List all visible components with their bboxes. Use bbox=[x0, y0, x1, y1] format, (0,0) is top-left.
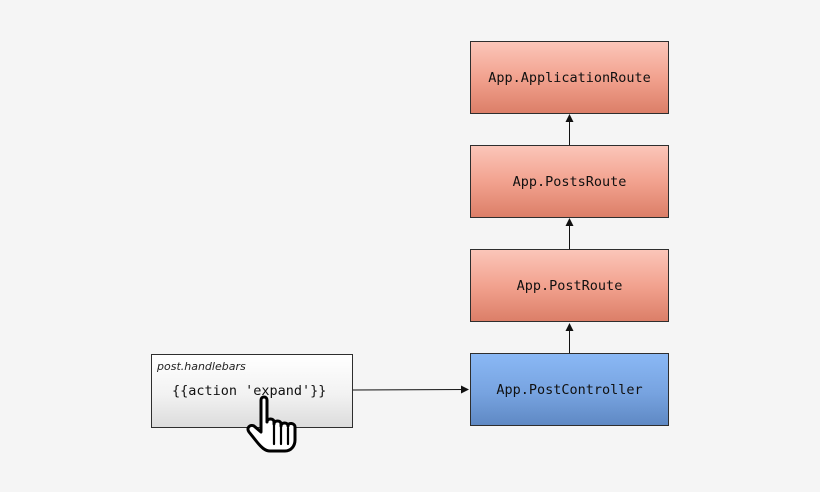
node-posts-route: App.PostsRoute bbox=[470, 145, 669, 218]
node-post-route-label: App.PostRoute bbox=[516, 277, 623, 294]
node-application-route-label: App.ApplicationRoute bbox=[488, 69, 651, 86]
template-action-code[interactable]: {{action 'expand'}} bbox=[172, 383, 327, 399]
template-box: post.handlebars {{action 'expand'}} bbox=[151, 354, 353, 428]
node-post-controller-label: App.PostController bbox=[496, 381, 643, 398]
pointing-hand-cursor-icon bbox=[246, 395, 297, 453]
edge-template-to-controller bbox=[352, 385, 469, 394]
node-posts-route-label: App.PostsRoute bbox=[512, 173, 627, 190]
node-application-route: App.ApplicationRoute bbox=[470, 41, 669, 114]
template-filename: post.handlebars bbox=[157, 360, 246, 373]
node-post-controller: App.PostController bbox=[470, 353, 669, 426]
node-post-route: App.PostRoute bbox=[470, 249, 669, 322]
